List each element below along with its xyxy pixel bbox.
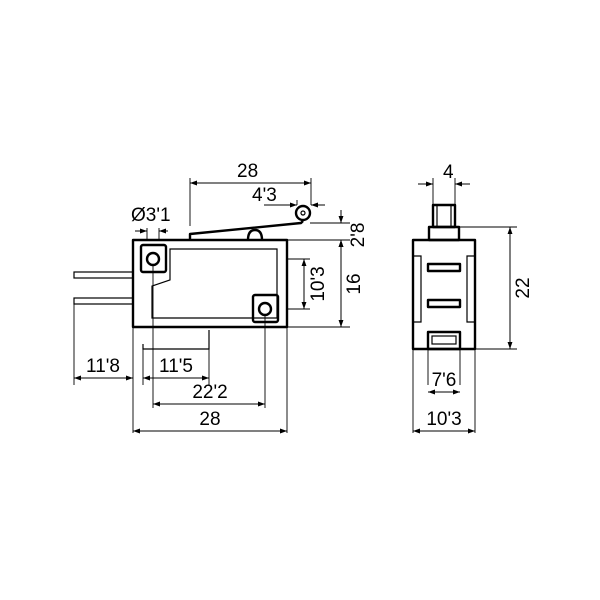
- actuator-lever: [188, 220, 304, 240]
- dim-hole-spacing-horizontal: 22'2: [192, 382, 227, 403]
- dim-lever-height: 2'8: [348, 223, 369, 248]
- mount-hole-bottom-right: [257, 301, 273, 317]
- dim-pin-offset: 11'8: [86, 356, 120, 377]
- front-terminal-slot: [426, 330, 462, 351]
- terminal-upper: [73, 271, 134, 279]
- front-slot-lower: [426, 298, 462, 309]
- side-view: 28 4'3 Ø3'1 2'8 10'3 16 11'8 11'5 22'2 2…: [73, 161, 369, 434]
- terminal-bottom: [142, 330, 210, 350]
- mount-hole-bottom-right-pad: [251, 293, 280, 324]
- dim-body-width: 28: [199, 409, 220, 430]
- terminal-lower: [73, 297, 134, 305]
- switch-body-inner: [151, 248, 278, 319]
- dim-front-height: 22: [513, 277, 534, 298]
- front-terminal-slot-inner: [431, 335, 457, 345]
- dim-body-height: 16: [344, 273, 365, 294]
- dim-slot-width: 7'6: [432, 370, 457, 391]
- dim-hole-diameter: Ø3'1: [131, 205, 171, 226]
- actuator-plunger: [246, 228, 264, 241]
- front-lever-block: [427, 225, 461, 242]
- actuator-roller-axle: [300, 210, 306, 216]
- mount-hole-top-left-pad: [139, 243, 168, 274]
- actuator-roller: [294, 204, 312, 222]
- front-roller-axle: [436, 204, 452, 228]
- front-slot-upper: [426, 262, 462, 273]
- front-roller: [431, 203, 457, 229]
- dim-roller-width: 4: [443, 162, 454, 183]
- dim-pin-spacing: 11'5: [159, 356, 193, 377]
- dim-overall-top: 28: [237, 161, 258, 182]
- dim-hole-spacing-vertical: 10'3: [308, 266, 329, 301]
- mount-hole-top-left: [145, 251, 161, 267]
- dim-roller-offset: 4'3: [252, 185, 277, 206]
- switch-body-outline: [131, 238, 289, 329]
- dim-front-width: 10'3: [426, 409, 461, 430]
- front-view: 4 22 7'6 10'3: [411, 162, 534, 434]
